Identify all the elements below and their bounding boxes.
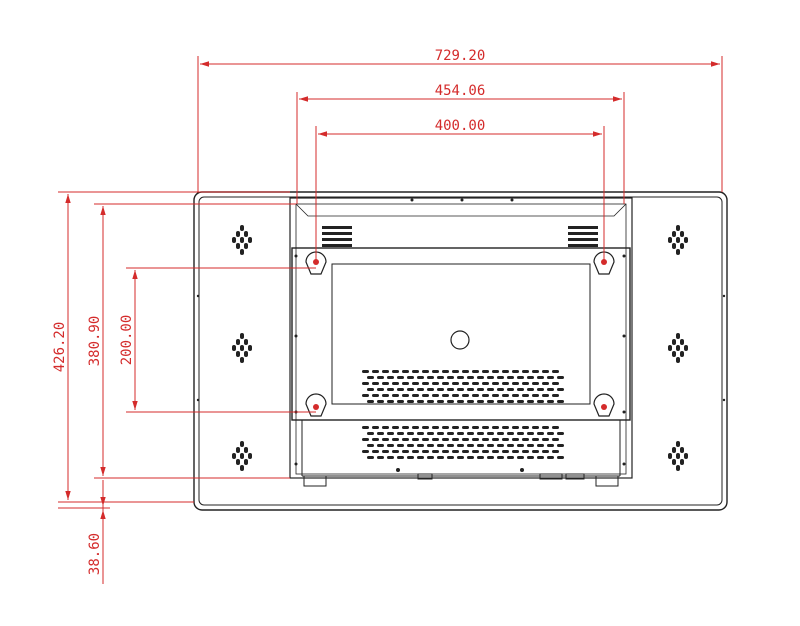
mount-keyhole-bottom-left [305,393,327,417]
label-bottom-offset: 38.60 [87,533,103,575]
label-overall-height: 426.20 [52,322,68,373]
label-frame-width: 454.06 [435,83,486,99]
label-hole-spacing-h: 400.00 [435,118,486,134]
dimension-labels: 729.20 454.06 400.00 426.20 380.90 200.0… [52,48,485,575]
dimension-lines [58,56,723,584]
vesa-plate [291,247,631,421]
vent-diamond-left-top [232,225,252,255]
vent-diamond-right-middle [668,333,688,363]
monitor-back-outline [193,191,728,511]
vent-diamond-left-middle [232,333,252,363]
screw-dots [196,198,726,472]
center-hole [450,330,470,350]
vent-grid-top-right [568,226,598,247]
vent-diamond-left-bottom [232,441,252,471]
vent-diamond-right-bottom [668,441,688,471]
label-overall-width: 729.20 [435,48,486,64]
rear-housing [289,197,633,479]
rear-housing-inner [295,203,627,475]
vent-grid-top-left [322,226,352,247]
inner-bezel [198,196,723,506]
label-inner-height: 380.90 [87,316,103,367]
vent-slots-lower [362,426,564,459]
vent-diamond-right-top [668,225,688,255]
label-hole-spacing-v: 200.00 [119,315,135,366]
vent-slots-upper [362,370,564,403]
mount-keyhole-bottom-right [593,393,615,417]
bottom-connectors [303,473,619,487]
outer-bezel [193,191,728,511]
